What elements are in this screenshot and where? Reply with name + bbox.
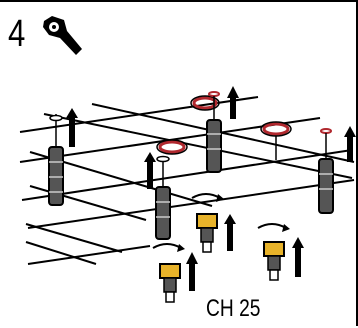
leg-right bbox=[318, 126, 356, 214]
foot-left bbox=[152, 243, 198, 303]
figure-caption: CH 25 bbox=[206, 295, 261, 322]
assembly-diagram bbox=[19, 86, 356, 303]
foot-center bbox=[191, 193, 236, 253]
ring-right-top bbox=[260, 121, 292, 160]
leg-center-top bbox=[190, 86, 239, 173]
foot-right bbox=[257, 223, 304, 281]
wrench-icon bbox=[43, 16, 82, 55]
step-number: 4 bbox=[8, 13, 26, 55]
leg-left bbox=[48, 108, 78, 206]
leg-center-left bbox=[144, 152, 171, 240]
ring-center bbox=[156, 139, 188, 155]
